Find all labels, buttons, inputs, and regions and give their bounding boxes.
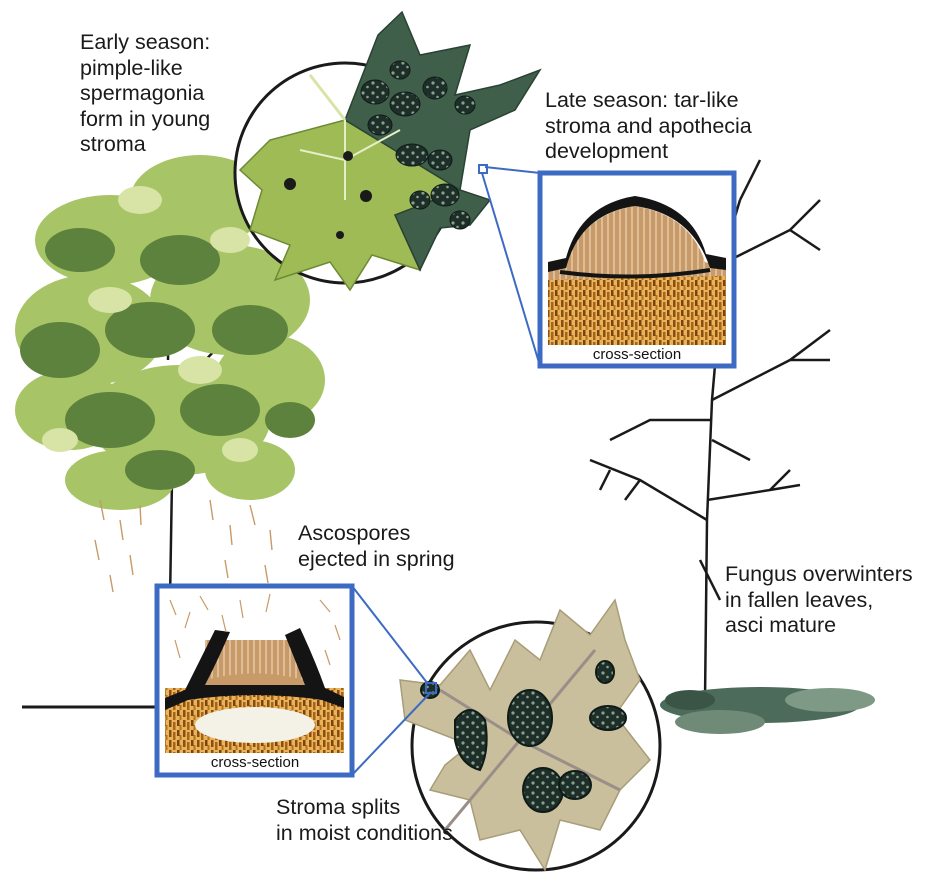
fallen-leaves — [660, 687, 875, 734]
stroma-splits-label: Stroma splits in moist conditions — [276, 795, 453, 846]
ascospores-label: Ascospores ejected in spring — [298, 521, 455, 572]
late-season-label: Late season: tar-like stroma and apothec… — [545, 88, 752, 165]
spring-cross-section-label: cross-section — [211, 754, 299, 771]
late-season-cross-section: cross-section — [540, 173, 734, 366]
late-cross-section-label: cross-section — [593, 346, 681, 363]
infected-leaf-inset — [235, 12, 540, 290]
spring-cross-section: cross-section — [157, 586, 352, 775]
overwinter-label: Fungus overwinters in fallen leaves, asc… — [725, 562, 913, 639]
early-season-label: Early season: pimple-like spermagonia fo… — [80, 30, 210, 158]
ascospores-falling — [95, 500, 272, 592]
